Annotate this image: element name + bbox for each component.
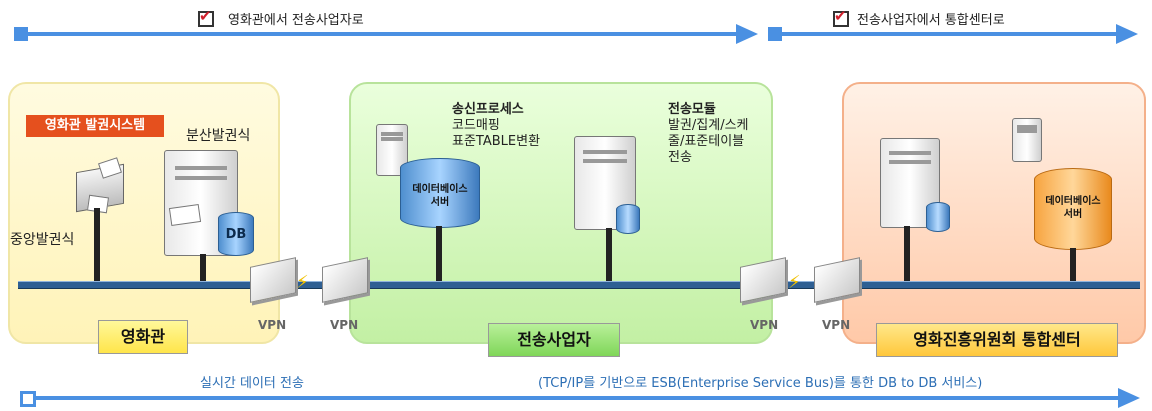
- top-left-label: 영화관에서 전송사업자로: [228, 13, 364, 28]
- center-db-label-2: 서버: [1063, 209, 1083, 220]
- transfer-module-line-3: 전송: [668, 150, 692, 165]
- network-bus-line: [18, 281, 1140, 289]
- center-badge: 영화진흥위원회 통합센터: [876, 323, 1118, 357]
- vpn-label: VPN: [750, 318, 779, 332]
- center-db-label-1: 데이터베이스: [1045, 196, 1101, 207]
- send-process-title: 송신프로세스: [452, 102, 524, 117]
- top-right-label: 전송사업자에서 통합센터로: [857, 13, 1005, 28]
- vpn-label: VPN: [330, 318, 359, 332]
- cinema-system-tag: 영화관 발권시스템: [26, 115, 164, 137]
- top-left-arrow: [26, 32, 738, 36]
- small-db-icon: [616, 204, 640, 234]
- transfer-server-icon: [574, 136, 636, 230]
- db-label: DB: [225, 227, 247, 242]
- bottom-left-label: 실시간 데이터 전송: [200, 376, 304, 391]
- transfer-module-line-1: 발권/집계/스케: [668, 118, 749, 133]
- arrow-start-marker: [14, 27, 28, 41]
- center-server-icon: [880, 138, 940, 228]
- database-server-icon: 데이터베이스 서버: [400, 158, 480, 228]
- vpn-label: VPN: [258, 318, 287, 332]
- bottom-arrow-start-marker: [20, 391, 36, 407]
- bottom-right-label: (TCP/IP를 기반으로 ESB(Enterprise Service Bus…: [538, 376, 983, 391]
- arrow-head-icon: [736, 24, 758, 44]
- vpn-label: VPN: [822, 318, 851, 332]
- bottom-arrow: [36, 396, 1120, 400]
- center-db-pole: [1070, 248, 1076, 282]
- db-server-label-2: 서버: [430, 197, 450, 208]
- distributed-ticketing-label: 분산발권식: [186, 128, 251, 144]
- server-pole: [200, 254, 206, 282]
- db-server-label-1: 데이터베이스: [412, 184, 468, 195]
- transmitter-panel: [349, 82, 773, 344]
- db-server-pole: [436, 226, 442, 282]
- center-small-db-icon: [926, 202, 950, 232]
- transfer-module-title: 전송모듈: [668, 102, 716, 117]
- send-process-line-2: 표준TABLE변환: [452, 134, 541, 149]
- arrow-head-icon: [1116, 24, 1138, 44]
- lightning-icon: ⚡: [296, 272, 309, 293]
- db-icon: DB: [218, 212, 254, 256]
- lightning-icon: ⚡: [788, 272, 801, 293]
- send-process-line-1: 코드매핑: [452, 118, 500, 133]
- transfer-module-line-2: 줄/표준테이블: [668, 134, 745, 149]
- checkbox-icon: [198, 7, 214, 27]
- transfer-server-pole: [606, 228, 612, 282]
- center-server-pole: [904, 226, 910, 282]
- checkbox-icon: [833, 7, 849, 27]
- arrow-head-icon: [1118, 388, 1140, 408]
- top-right-arrow: [780, 32, 1120, 36]
- arrow-start-marker: [768, 27, 782, 41]
- printer-pole: [94, 208, 100, 282]
- transmitter-badge: 전송사업자: [488, 323, 620, 357]
- central-ticketing-label: 중앙발권식: [10, 232, 75, 248]
- center-small-server-icon: [1012, 118, 1042, 162]
- cinema-badge: 영화관: [98, 320, 188, 354]
- center-database-server-icon: 데이터베이스 서버: [1034, 168, 1112, 250]
